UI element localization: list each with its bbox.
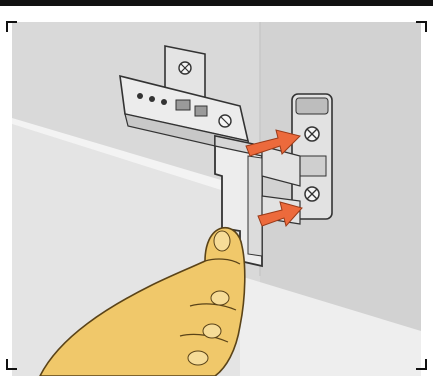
hinge-mounting-illustration bbox=[0, 6, 433, 376]
corner-mark-bottom-right bbox=[416, 359, 427, 370]
corner-mark-bottom-left bbox=[6, 359, 17, 370]
corner-mark-top-right bbox=[416, 21, 427, 32]
corner-mark-top-left bbox=[6, 21, 17, 32]
